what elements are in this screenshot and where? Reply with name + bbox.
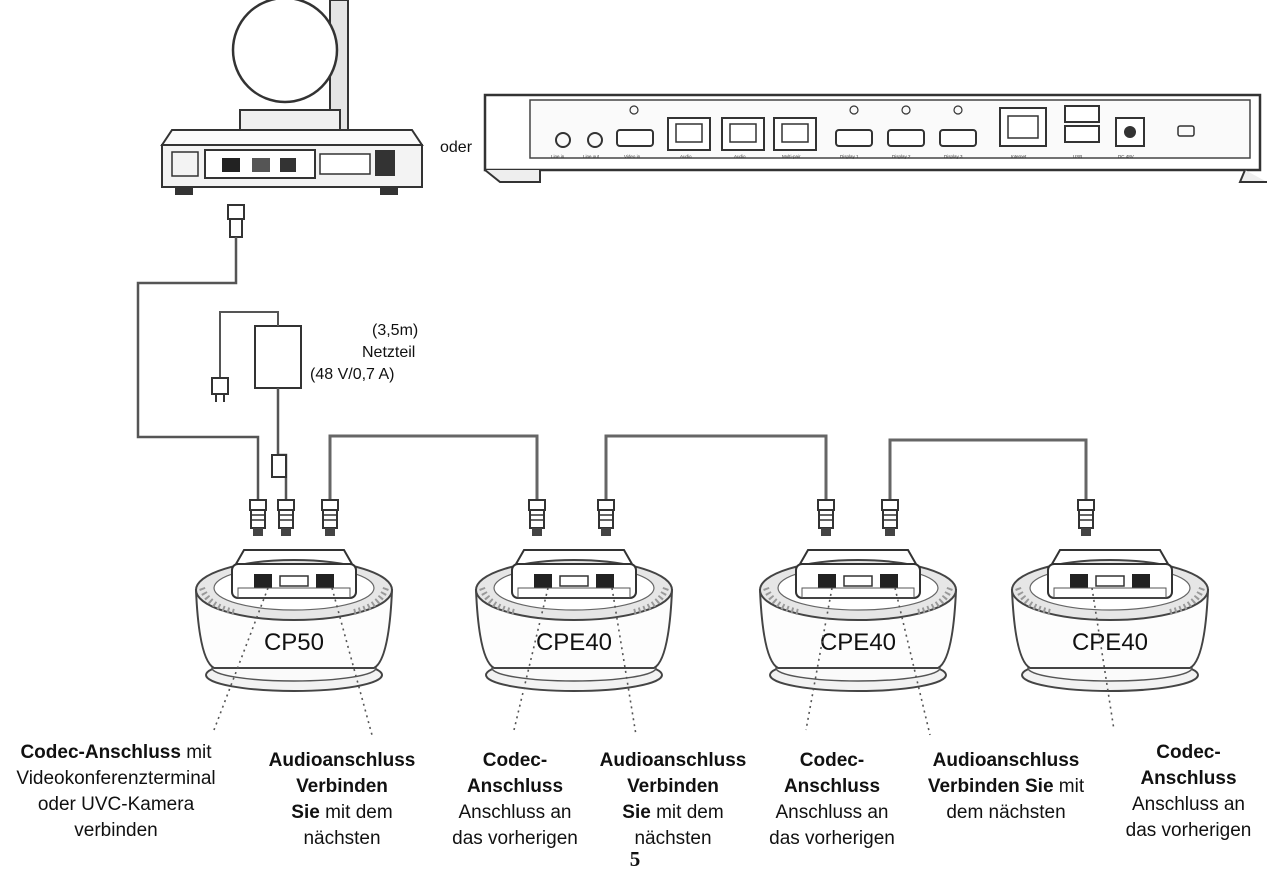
device-label: CPE40 bbox=[536, 629, 612, 656]
label-codec-port-cpe40-1: Codec- Anschluss Anschluss an das vorher… bbox=[452, 750, 578, 849]
cable-plugs bbox=[249, 499, 1095, 537]
hub-port-label: Display 3 bbox=[944, 154, 963, 159]
power-supply bbox=[211, 311, 302, 500]
label-codec-port-cpe40-2: Codec- Anschluss Anschluss an das vorher… bbox=[769, 750, 895, 849]
hub-port-label: DC 48V bbox=[1118, 154, 1134, 159]
hub-port-label: Line in bbox=[551, 154, 565, 159]
label-audio-port-cp50: Audioanschluss Verbinden Sie mit dem näc… bbox=[268, 750, 416, 849]
hub-port-label: Display 1 bbox=[840, 154, 859, 159]
speakerphone-cp50: CP50 bbox=[196, 550, 392, 691]
power-supply-rating: (48 V/0,7 A) bbox=[310, 366, 395, 383]
hub-port-label: Multi-pair bbox=[782, 154, 801, 159]
hub-port-labels: Line in Line out Video in Audio Audio Mu… bbox=[551, 154, 1134, 159]
ptz-camera bbox=[160, 0, 424, 195]
expansion-mic-3: CPE40 bbox=[1012, 550, 1208, 691]
power-supply-length: (3,5m) bbox=[372, 322, 419, 339]
device-label: CP50 bbox=[264, 629, 324, 656]
camera-cable bbox=[136, 204, 260, 500]
alternative-label: oder bbox=[440, 139, 473, 156]
leader-lines bbox=[213, 587, 1115, 736]
video-conference-hub bbox=[483, 93, 1267, 183]
device-label: CPE40 bbox=[1072, 629, 1148, 656]
chain-cables bbox=[328, 434, 1088, 500]
expansion-mic-2: CPE40 bbox=[760, 550, 956, 691]
hub-port-label: USB bbox=[1073, 154, 1082, 159]
device-label: CPE40 bbox=[820, 629, 896, 656]
power-supply-name: Netzteil bbox=[362, 344, 416, 361]
expansion-mic-1: CPE40 bbox=[476, 550, 672, 691]
label-codec-port-cp50: Codec-Anschluss mit Videokonferenztermin… bbox=[16, 742, 216, 841]
label-audio-port-cpe40-2: Audioanschluss Verbinden Sie mit dem näc… bbox=[927, 750, 1085, 823]
hub-port-label: Audio bbox=[680, 154, 692, 159]
hub-port-label: Audio bbox=[734, 154, 746, 159]
label-codec-port-cpe40-3: Codec- Anschluss Anschluss an das vorher… bbox=[1125, 742, 1252, 841]
hub-port-label: Display 2 bbox=[892, 154, 911, 159]
label-audio-port-cpe40-1: Audioanschluss Verbinden Sie mit dem näc… bbox=[599, 750, 747, 849]
hub-port-label: Internet bbox=[1011, 154, 1027, 159]
hub-port-label: Line out bbox=[583, 154, 600, 159]
page-number: 5 bbox=[629, 847, 641, 871]
hub-port-label: Video in bbox=[624, 154, 641, 159]
